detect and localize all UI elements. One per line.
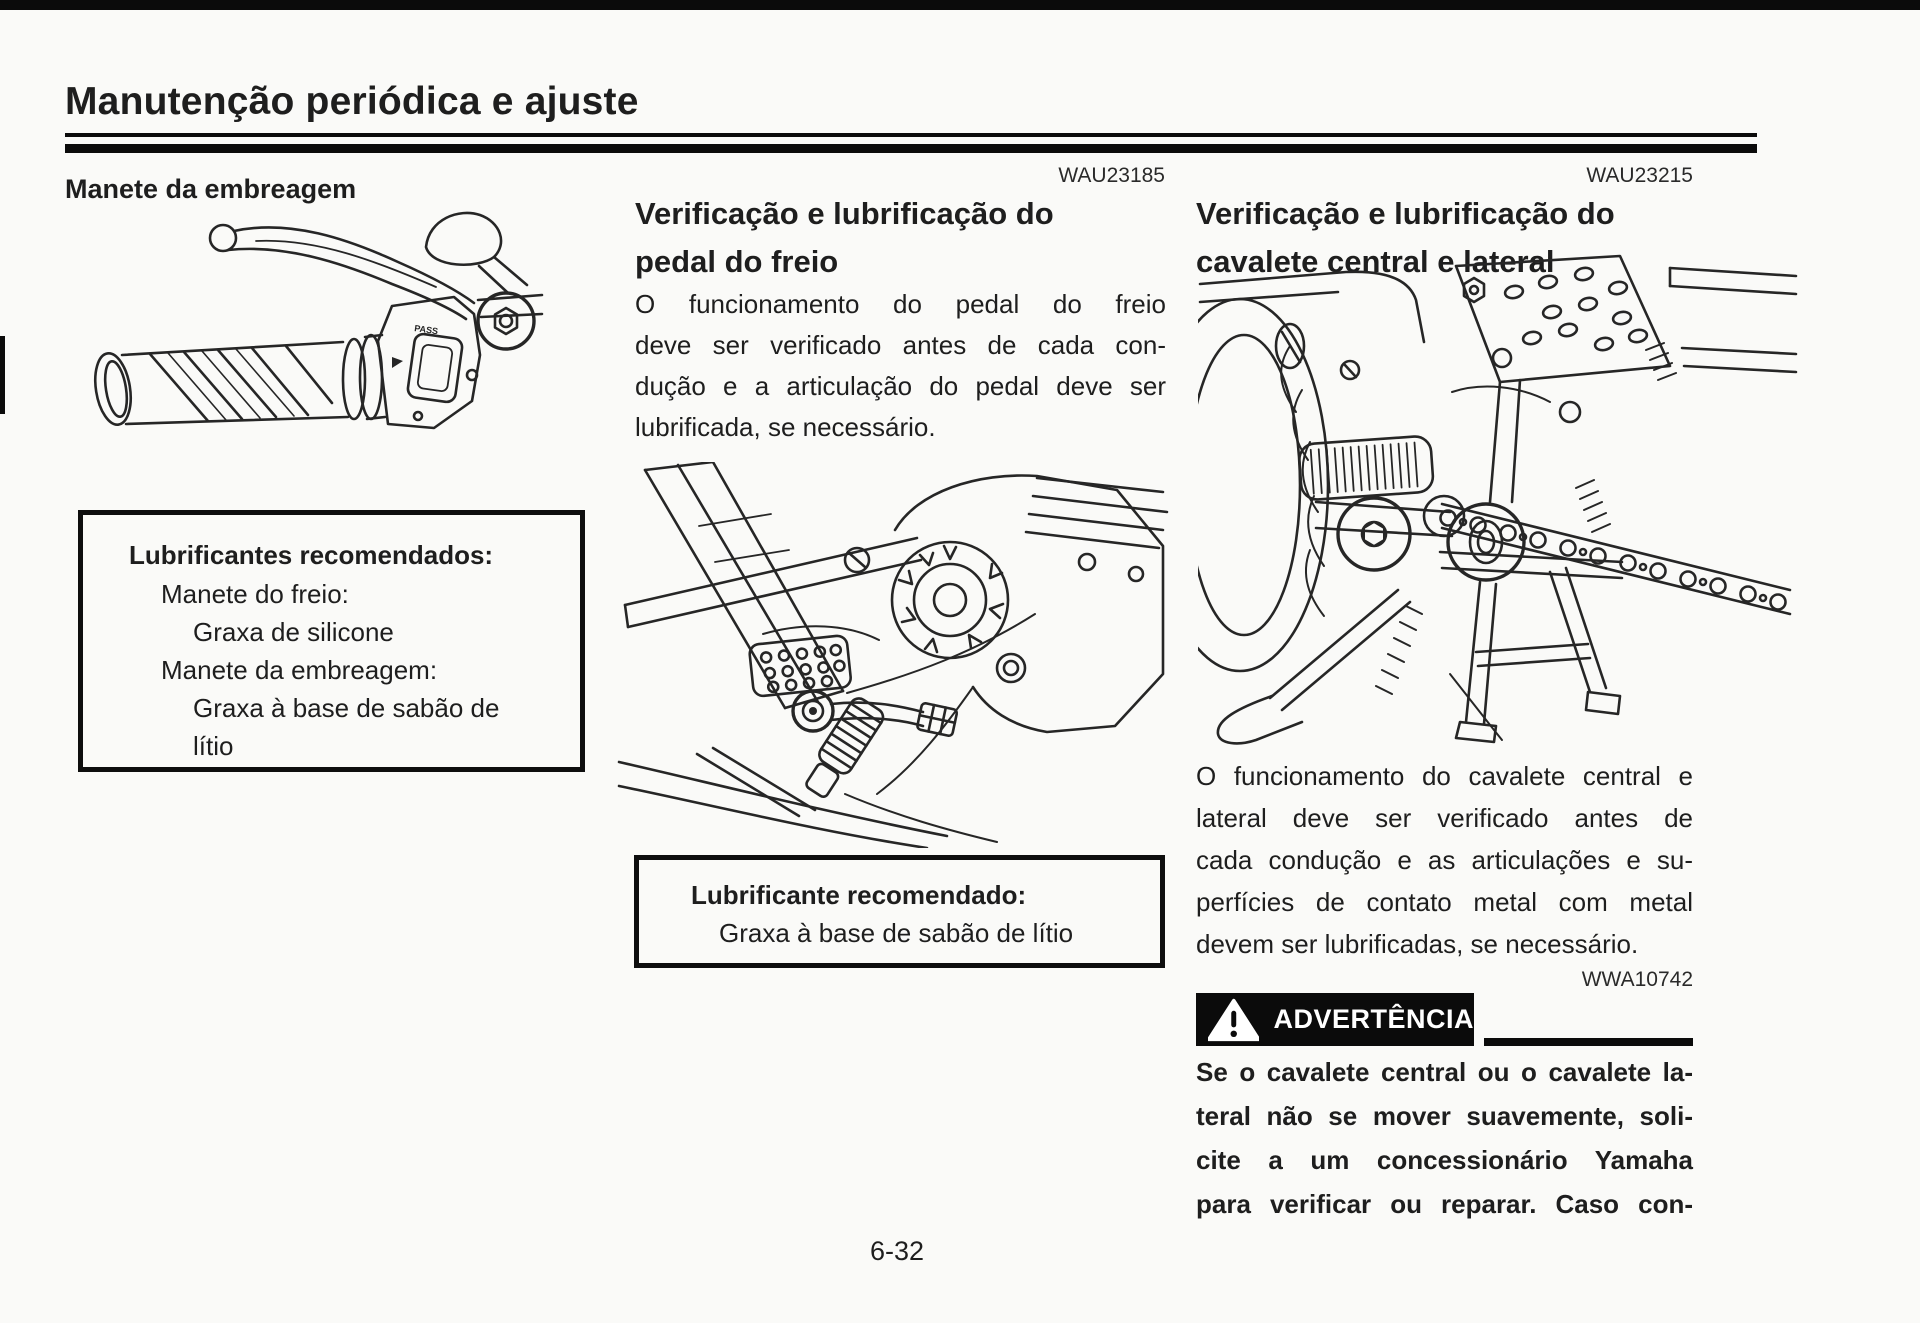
pass-switch-label: PASS (414, 323, 439, 336)
warning-code: WWA10742 (1581, 968, 1693, 991)
header-rule-thin (65, 133, 1757, 137)
warning-paragraph: Se o cavalete central ou o cavalete la- … (1196, 1057, 1693, 1219)
header-rule-thick (65, 144, 1757, 153)
clutch-lever-illustration: PASS (93, 211, 544, 430)
side-stand-pivot-highlight-circle (1336, 496, 1412, 572)
spec-item-label: Manete do freio: (161, 579, 349, 609)
brake-pedal-paragraph: O funcionamento do pedal do freio deve s… (635, 289, 1166, 442)
clutch-lubricant-spec-box: Lubrificantes recomendados: Manete do fr… (78, 510, 585, 772)
warning-banner-rule (1484, 1038, 1693, 1046)
spec-item-value: Graxa de silicone (193, 617, 394, 647)
center-stand-pivot-highlight-circle (1446, 502, 1526, 582)
spec-box-title: Lubrificante recomendado: (691, 880, 1027, 910)
page-number: 6-32 (869, 1236, 925, 1266)
clutch-lever-caption: Manete da embreagem (65, 174, 357, 204)
spec-item-value: Graxa à base de sabão de lítio (719, 918, 1074, 948)
section-heading-brake-pedal: Verificação e lubrificação do pedal do f… (635, 196, 1054, 279)
page-title: Manutenção periódica e ajuste (65, 80, 639, 123)
spec-item-value: lítio (193, 731, 234, 761)
scan-edge-top (0, 0, 1920, 10)
warning-banner-label: ADVERTÊNCIA (1273, 1004, 1474, 1034)
center-side-stand-illustration (1198, 254, 1798, 745)
spec-box-title: Lubrificantes recomendados: (129, 540, 494, 570)
section-code: WAU23185 (1058, 164, 1165, 187)
spec-item-value: Graxa à base de sabão de (193, 693, 500, 723)
spec-item-label: Manete da embreagem: (161, 655, 438, 685)
brake-pedal-lubricant-spec-box: Lubrificante recomendado: Graxa à base d… (634, 855, 1165, 968)
warning-triangle-icon (1208, 998, 1260, 1041)
brake-pedal-illustration (617, 462, 1169, 848)
section-code: WAU23215 (1586, 164, 1693, 187)
pedal-pivot-highlight-circle (791, 689, 835, 733)
stands-paragraph: O funcionamento do cavalete central e la… (1196, 761, 1693, 959)
clutch-pivot-highlight-circle (476, 291, 536, 351)
scan-edge-left (0, 336, 5, 414)
warning-banner: ADVERTÊNCIA (1196, 993, 1474, 1046)
